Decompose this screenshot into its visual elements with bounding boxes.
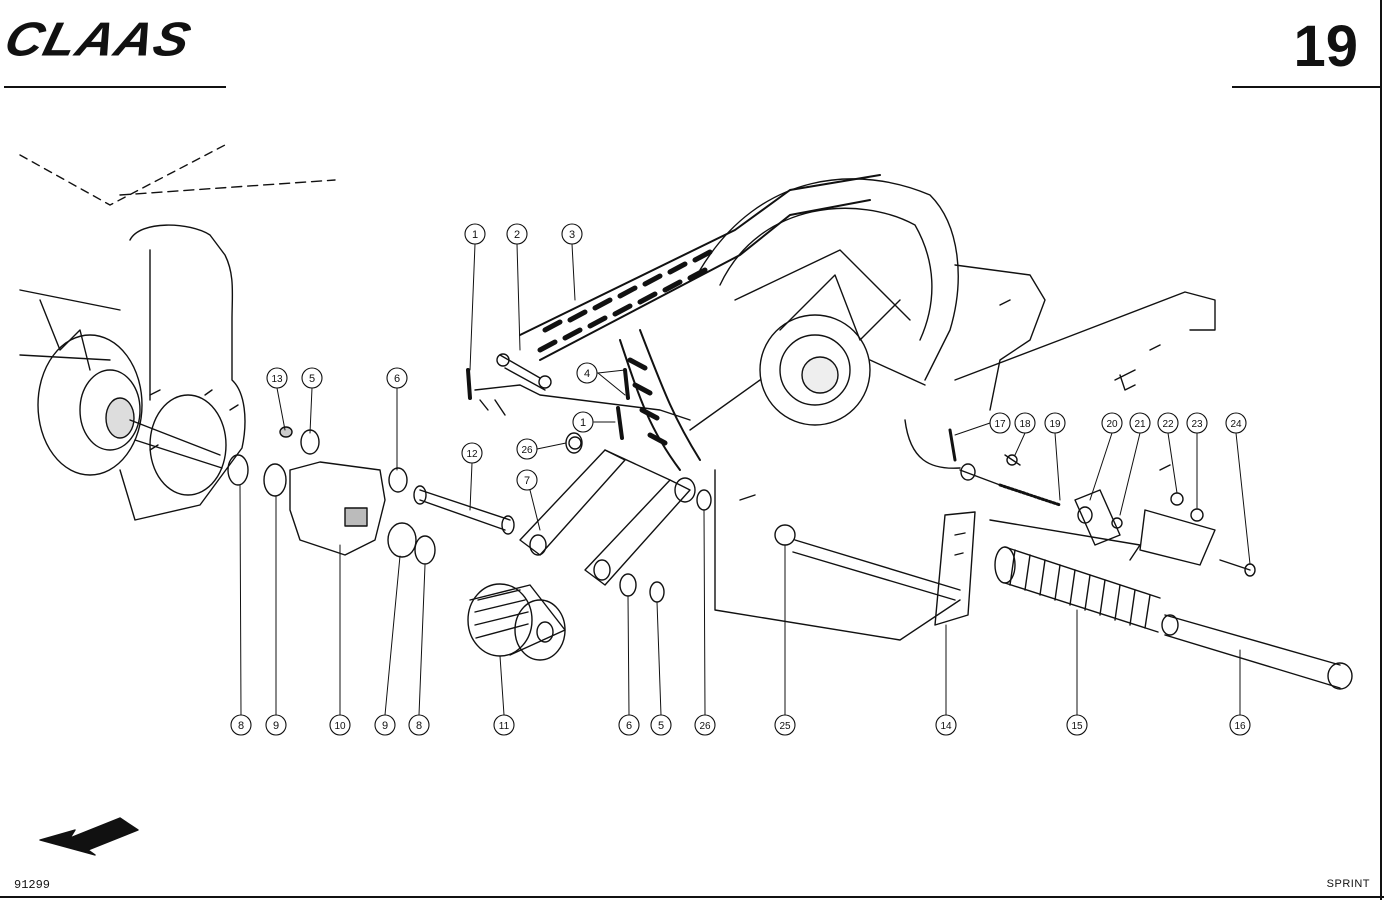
- page-border-right: [1380, 0, 1382, 900]
- roller-chain: [519, 174, 881, 471]
- callout-label: 5: [658, 720, 664, 732]
- callout-label: 5: [309, 373, 315, 385]
- callout-label: 18: [1019, 419, 1031, 430]
- header-rule-right: [1232, 86, 1380, 88]
- drawing-code: 91299: [14, 878, 51, 892]
- callout-7: 7: [516, 469, 538, 491]
- callout-label: 2: [514, 229, 520, 241]
- callout-label: 13: [271, 374, 283, 385]
- callout-12: 12: [461, 442, 483, 464]
- callout-6: 6: [618, 714, 640, 736]
- callout-15: 15: [1066, 714, 1088, 736]
- chain-pins: [466, 353, 630, 450]
- tension-roller: [467, 573, 665, 661]
- callout-label: 17: [994, 419, 1006, 430]
- callout-label: 3: [569, 229, 575, 241]
- callout-5: 5: [301, 367, 323, 389]
- direction-arrow-icon: [39, 817, 139, 856]
- callout-label: 1: [580, 417, 586, 429]
- header-rule-left: [4, 86, 226, 88]
- callout-label: 6: [626, 720, 632, 732]
- callout-4: 4: [576, 362, 598, 384]
- callout-label: 6: [394, 373, 400, 385]
- callout-1: 1: [572, 411, 594, 433]
- callout-label: 8: [416, 720, 422, 732]
- page-number: 19: [1293, 14, 1358, 79]
- callout-6: 6: [386, 367, 408, 389]
- callout-label: 1: [472, 229, 478, 241]
- model-name: SPRINT: [1326, 878, 1370, 890]
- callout-label: 21: [1134, 419, 1146, 430]
- callout-16: 16: [1229, 714, 1251, 736]
- callout-label: 15: [1071, 721, 1083, 732]
- callout-label: 11: [499, 721, 510, 732]
- callout-label: 12: [466, 449, 478, 460]
- callout-label: 22: [1162, 419, 1174, 430]
- callout-2: 2: [506, 223, 528, 245]
- callout-9: 9: [374, 714, 396, 736]
- callout-21: 21: [1129, 412, 1151, 434]
- callout-19: 19: [1044, 412, 1066, 434]
- callout-label: 9: [273, 720, 279, 732]
- callout-13: 13: [266, 367, 288, 389]
- callout-14: 14: [935, 714, 957, 736]
- callout-label: 25: [779, 721, 791, 732]
- page-border-bottom: [0, 896, 1384, 898]
- left-shaft-parts: [227, 426, 515, 565]
- callout-17: 17: [989, 412, 1011, 434]
- callout-10: 10: [329, 714, 351, 736]
- callout-3: 3: [561, 223, 583, 245]
- callout-label: 26: [521, 445, 533, 456]
- callout-label: 23: [1191, 419, 1203, 430]
- callout-1: 1: [464, 223, 486, 245]
- callout-24: 24: [1225, 412, 1247, 434]
- callout-5: 5: [650, 714, 672, 736]
- callout-label: 9: [382, 720, 388, 732]
- tension-spring: [994, 546, 1353, 690]
- callout-label: 4: [584, 368, 590, 380]
- callout-25: 25: [774, 714, 796, 736]
- callout-11: 11: [493, 714, 515, 736]
- callout-label: 16: [1234, 721, 1246, 732]
- main-frame-left: [19, 144, 336, 521]
- lever-shaft: [774, 511, 976, 626]
- callout-label: 20: [1106, 419, 1118, 430]
- callout-label: 14: [940, 721, 952, 732]
- callout-22: 22: [1157, 412, 1179, 434]
- callout-8: 8: [230, 714, 252, 736]
- callout-label: 26: [699, 721, 711, 732]
- callout-label: 10: [334, 721, 346, 732]
- callout-20: 20: [1101, 412, 1123, 434]
- callout-26: 26: [516, 438, 538, 460]
- sprocket-wheel: [689, 178, 959, 431]
- callout-8: 8: [408, 714, 430, 736]
- adjusting-screw: [948, 428, 1256, 577]
- leader-lines: [239, 243, 1251, 716]
- frame-right: [474, 264, 1216, 641]
- callout-9: 9: [265, 714, 287, 736]
- callout-label: 7: [524, 475, 530, 487]
- callout-label: 24: [1230, 419, 1242, 430]
- callout-23: 23: [1186, 412, 1208, 434]
- callout-18: 18: [1014, 412, 1036, 434]
- tension-arm: [519, 432, 712, 586]
- callout-label: 8: [238, 720, 244, 732]
- callout-label: 19: [1049, 419, 1061, 430]
- callout-26: 26: [694, 714, 716, 736]
